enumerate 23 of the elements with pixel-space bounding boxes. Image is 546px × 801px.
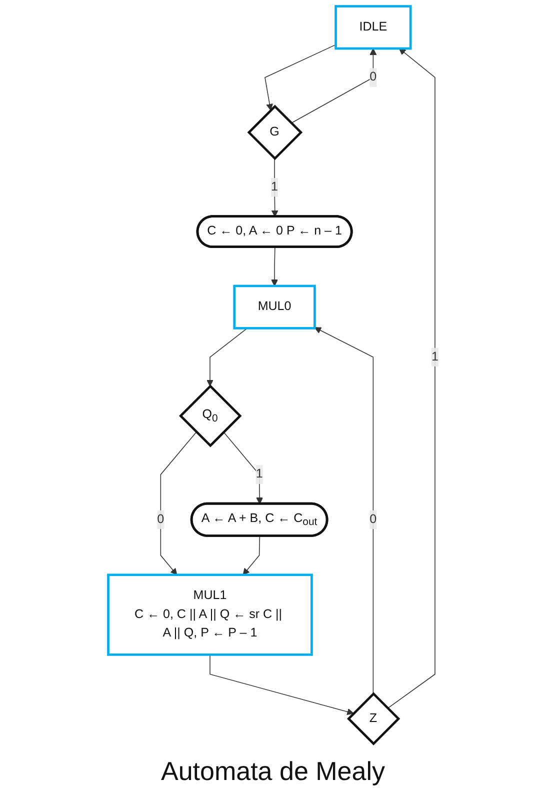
arrow	[264, 44, 336, 111]
edge-label: 1	[255, 468, 262, 481]
node-box: MUL1 C ← 0, C || A || Q ← sr C || A || Q, P ← P – 1	[106, 574, 313, 656]
edge-label: 0	[369, 512, 376, 526]
arrow	[386, 48, 435, 709]
caption: Automata de Mealy	[160, 755, 385, 788]
edge-label: 1	[270, 180, 278, 194]
node-diamond: G	[246, 104, 302, 160]
arrow	[209, 654, 354, 716]
node-diamond: Z	[346, 692, 400, 746]
arrow	[242, 536, 260, 576]
node-box: IDLE	[334, 5, 412, 50]
edge-label: 1	[431, 350, 438, 364]
arrow	[206, 328, 248, 386]
node-diamond: Q$_{0}$	[178, 384, 242, 448]
arrow	[290, 48, 376, 124]
arrow	[314, 327, 374, 694]
arrow	[160, 432, 196, 576]
edge-label: 0	[369, 70, 376, 84]
edge-label: 0	[156, 512, 164, 526]
node-box: MUL0	[232, 284, 316, 330]
arrow	[270, 246, 278, 286]
arrow	[222, 432, 263, 504]
